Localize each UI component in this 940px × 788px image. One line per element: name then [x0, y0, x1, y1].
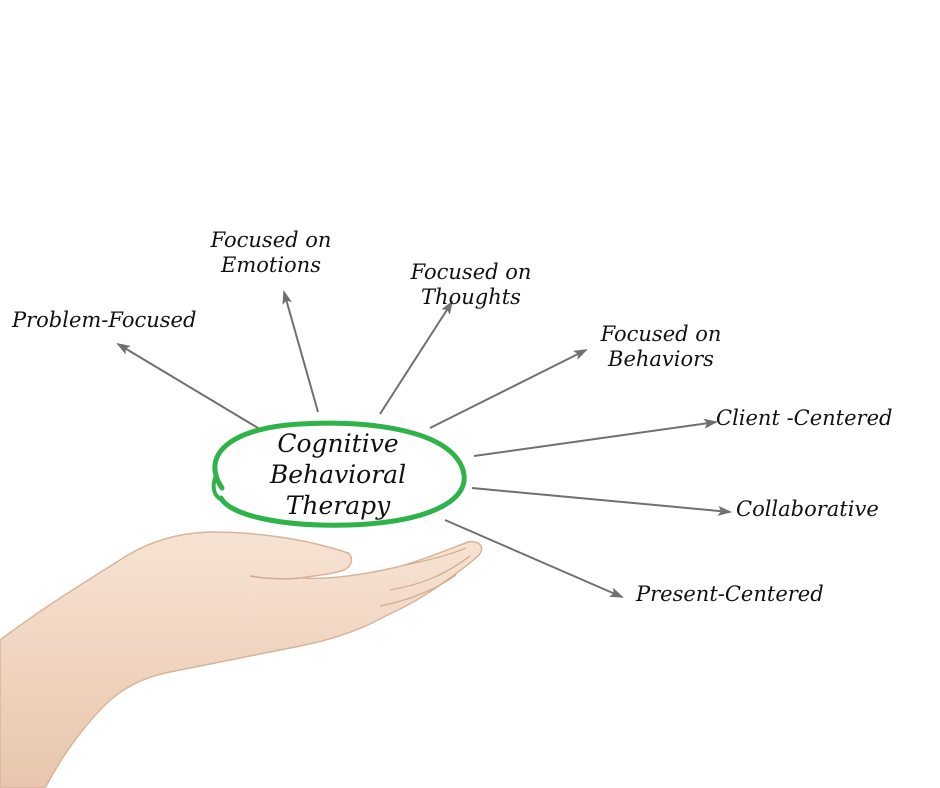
node-label: Collaborative [736, 497, 879, 521]
node-label: Focused on [410, 260, 532, 284]
center-ring [211, 420, 467, 528]
node-label: Thoughts [421, 285, 521, 309]
node-label: Behaviors [608, 347, 714, 371]
center-label-line: Cognitive [277, 429, 399, 458]
node-label: Problem-Focused [12, 308, 197, 332]
node-label: Focused on [210, 228, 332, 252]
node-collaborative: Collaborative [736, 497, 879, 522]
arrow-focused-on-emotions [282, 290, 319, 413]
arrow-focused-on-thoughts [379, 300, 454, 415]
open-palm-hand [0, 531, 483, 788]
arrow-client-centered [473, 418, 718, 457]
arrow-problem-focused [116, 342, 259, 429]
arrow-focused-on-behaviors [429, 349, 588, 429]
node-label: Focused on [600, 322, 722, 346]
arrow-present-centered [444, 519, 624, 598]
center-label-cbt: Cognitive Behavioral Therapy [238, 428, 438, 521]
node-client-centered: Client -Centered [716, 406, 892, 431]
center-label-line: Behavioral [269, 460, 407, 489]
center-label-line: Therapy [285, 491, 391, 520]
node-focused-on-behaviors: Focused on Behaviors [586, 322, 736, 372]
node-focused-on-thoughts: Focused on Thoughts [396, 260, 546, 310]
node-focused-on-emotions: Focused on Emotions [196, 228, 346, 278]
node-present-centered: Present-Centered [636, 582, 824, 607]
node-label: Emotions [221, 253, 321, 277]
arrow-collaborative [471, 487, 732, 516]
node-label: Present-Centered [636, 582, 824, 606]
node-label: Client -Centered [716, 406, 893, 430]
node-problem-focused: Problem-Focused [12, 308, 196, 333]
